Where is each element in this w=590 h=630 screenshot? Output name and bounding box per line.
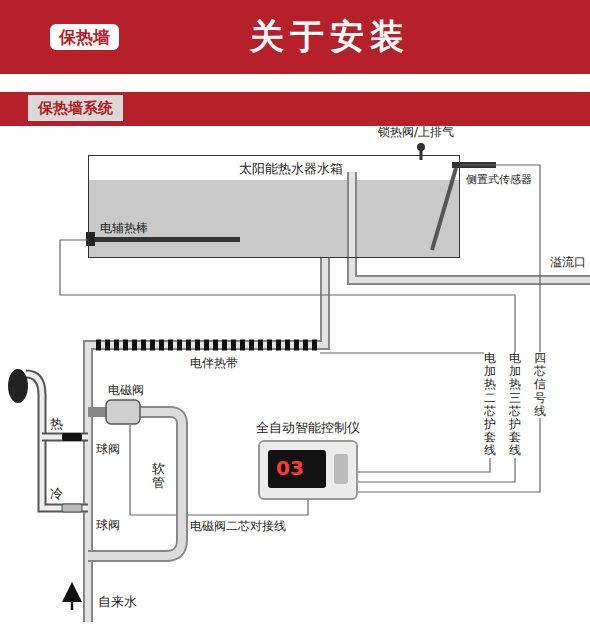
part-label: 球阀 [96, 442, 120, 456]
display-digits: 03 [276, 456, 304, 480]
wire-connector [358, 165, 540, 492]
water-tank: 太阳能热水器水箱 [88, 155, 460, 258]
node-text: 保热墙系统 [38, 99, 113, 117]
node-text: 全自动智能控制仪 [256, 420, 360, 436]
wire-label: 四芯信号线 [534, 352, 546, 418]
node-text: 太阳能热水器水箱 [239, 161, 343, 177]
page-title: 关于安装 [250, 16, 410, 57]
sensor-rod [432, 168, 456, 250]
hose-outline [88, 412, 182, 556]
solenoid-valve [106, 400, 140, 424]
white-bar [272, 86, 372, 92]
part-label: 溢流口 [550, 255, 586, 269]
shower-pipe [26, 374, 88, 508]
valve-stub [88, 407, 108, 417]
top-banner [0, 0, 590, 74]
hot-pipe-outline [42, 433, 88, 442]
part-label: 球阀 [96, 518, 120, 532]
overflow-pipe [352, 172, 590, 280]
section-tag: 保热墙系统 [28, 95, 123, 121]
vertical-label: 软管 [152, 462, 165, 491]
shower-head [8, 369, 28, 403]
overflow-pipe-outline [352, 172, 590, 280]
controller-screen: 03 [268, 450, 326, 488]
supply-arrow [71, 592, 74, 610]
hot-ball-valve [62, 433, 82, 441]
part-label: 电磁阀 [108, 383, 144, 397]
controller-button [334, 454, 348, 484]
heat-tape [96, 340, 320, 351]
valve-wire [130, 425, 308, 515]
part-label: 电伴热带 [190, 356, 238, 370]
wire-label: 电加热三芯护套线 [509, 352, 521, 458]
part-label: 热 [50, 416, 63, 432]
part-label: 锁热阀/上排气 [378, 125, 454, 139]
node-text: 保热墙 [59, 27, 110, 47]
part-label: 自来水 [98, 594, 137, 610]
logo-box: 保热墙 [50, 24, 119, 50]
part-label: 电磁阀二芯对接线 [190, 519, 286, 533]
controller: 全自动智能控制仪03 [258, 440, 358, 500]
part-label: 电辅热棒 [100, 221, 148, 235]
cold-ball-valve [62, 504, 82, 512]
hose [88, 412, 182, 556]
section-bar [0, 92, 590, 126]
shower-pipe-outline [26, 374, 88, 508]
tank-water [88, 180, 460, 258]
heating-rod [90, 237, 240, 242]
vent-valve-cap [417, 143, 425, 151]
vertical-label: 电加热二芯护套线 [484, 352, 496, 458]
part-label: 侧置式传感器 [466, 173, 532, 186]
part-label: 冷 [50, 486, 63, 502]
